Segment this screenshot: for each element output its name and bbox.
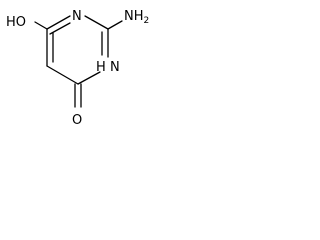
atom-labels: HO N NH2 N H O [6, 9, 149, 128]
bond-c4-n3 [46, 15, 71, 30]
ring-nitrogen-top-label: N [72, 9, 82, 24]
ring-nh-hydrogen-label: H [96, 60, 106, 75]
amino-subscript: 2 [144, 16, 150, 26]
amino-nh-text: NH [124, 9, 144, 24]
bond-c6-c5 [46, 65, 79, 85]
hydroxyl-label: HO [6, 15, 26, 30]
ring-nh-nitrogen-label: N [110, 60, 120, 75]
amino-label: NH2 [124, 9, 149, 26]
bond-n3-c2 [84, 15, 109, 30]
pyrimidine-structure-diagram: HO N NH2 N H O [6, 9, 149, 128]
bond-ho-c4 [34, 21, 48, 30]
bond-n1-c6 [77, 71, 101, 85]
bond-c4-n3-inner [49, 22, 71, 35]
carbonyl-oxygen-label: O [72, 113, 82, 128]
bond-c2-nh2 [107, 20, 123, 30]
bonds [34, 15, 123, 108]
